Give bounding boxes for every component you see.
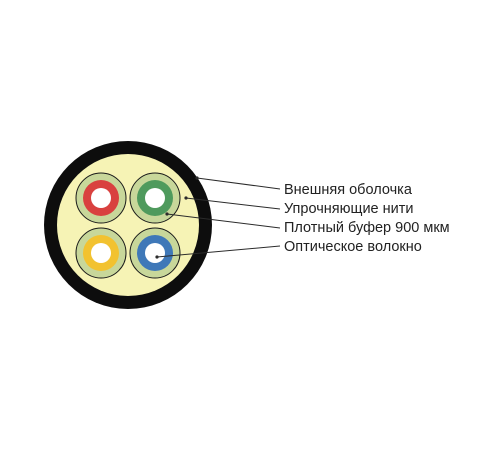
strength-members-area	[57, 154, 199, 296]
fiber-core	[145, 188, 165, 208]
leader-line-strength-members	[185, 197, 281, 210]
fiber-core	[91, 188, 111, 208]
label-optical-fiber: Оптическое волокно	[284, 239, 422, 255]
leader-line-optical-fiber	[156, 245, 281, 258]
leader-line-tight-buffer	[166, 213, 281, 229]
fiber-core	[91, 243, 111, 263]
label-outer-jacket: Внешняя оболочка	[284, 182, 413, 198]
leader-dot-outer-jacket	[195, 176, 199, 180]
leader-line-outer-jacket	[196, 177, 281, 190]
leader-dot-strength-members	[184, 196, 188, 200]
fiber-core	[145, 243, 165, 263]
fiber-green	[129, 172, 181, 224]
leader-dot-optical-fiber	[155, 255, 159, 259]
fiber-yellow	[75, 227, 127, 279]
label-tight-buffer: Плотный буфер 900 мкм	[284, 220, 450, 236]
label-strength-members: Упрочняющие нити	[284, 201, 413, 217]
fiber-red	[75, 172, 127, 224]
leader-dot-tight-buffer	[165, 212, 169, 216]
fiber-blue	[129, 227, 181, 279]
